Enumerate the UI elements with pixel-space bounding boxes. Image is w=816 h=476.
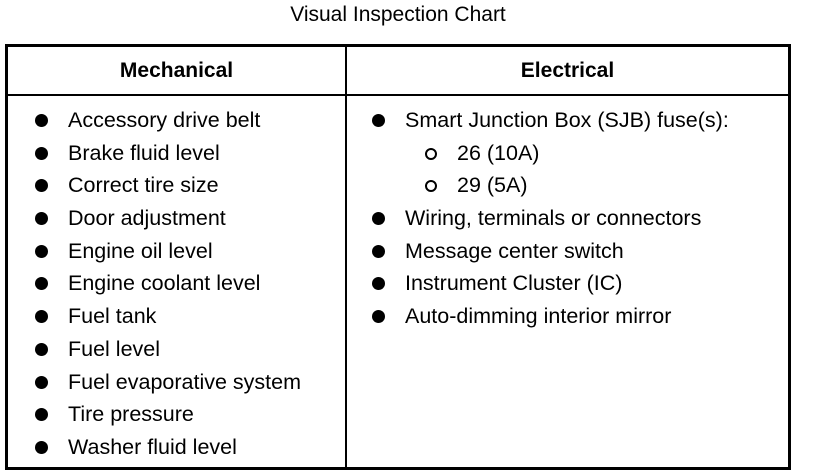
list-item-label: Auto-dimming interior mirror <box>405 304 672 329</box>
list-item-label: Message center switch <box>405 238 624 263</box>
list-item: Fuel evaporative system <box>33 366 301 399</box>
filled-circle-bullet-icon <box>35 114 48 127</box>
list-item-label: Wiring, terminals or connectors <box>405 206 702 231</box>
hollow-circle-bullet-icon <box>425 180 437 193</box>
list-item: Engine coolant level <box>33 267 301 300</box>
filled-circle-bullet-icon <box>372 244 385 258</box>
filled-circle-bullet-icon <box>35 310 48 324</box>
electrical-column-header: Electrical <box>520 59 615 82</box>
list-item-label: 26 (10A) <box>457 140 540 165</box>
filled-circle-bullet-icon <box>35 408 48 422</box>
filled-circle-bullet-icon <box>35 375 48 389</box>
list-item-label: 29 (5A) <box>457 173 528 198</box>
list-item-label: Correct tire size <box>68 173 219 198</box>
list-item: Smart Junction Box (SJB) fuse(s): <box>370 104 729 137</box>
list-item: Instrument Cluster (IC) <box>370 267 729 300</box>
filled-circle-bullet-icon <box>35 212 48 226</box>
list-item: Accessory drive belt <box>33 104 301 137</box>
list-item: Wiring, terminals or connectors <box>370 202 729 235</box>
list-item: Tire pressure <box>33 398 301 431</box>
sub-list-item: 29 (5A) <box>370 169 729 202</box>
list-item-label: Fuel evaporative system <box>68 369 302 394</box>
filled-circle-bullet-icon <box>35 244 48 258</box>
column-divider <box>345 47 347 467</box>
filled-circle-bullet-icon <box>35 440 48 454</box>
filled-circle-bullet-icon <box>35 179 48 193</box>
list-item: Auto-dimming interior mirror <box>370 300 729 333</box>
list-item-label: Engine oil level <box>68 238 213 263</box>
inspection-table: Mechanical Electrical Accessory drive be… <box>5 44 791 470</box>
list-item-label: Instrument Cluster (IC) <box>405 271 623 296</box>
filled-circle-bullet-icon <box>372 277 385 291</box>
mechanical-list: Accessory drive belt Brake fluid level C… <box>33 104 301 464</box>
list-item: Fuel tank <box>33 300 301 333</box>
list-item-label: Tire pressure <box>68 402 194 427</box>
sub-list-item: 26 (10A) <box>370 137 729 170</box>
filled-circle-bullet-icon <box>35 342 48 356</box>
list-item-label: Accessory drive belt <box>68 108 261 132</box>
filled-circle-bullet-icon <box>35 146 48 160</box>
list-item-label: Brake fluid level <box>68 140 220 165</box>
list-item: Brake fluid level <box>33 137 301 170</box>
list-item: Fuel level <box>33 333 301 366</box>
chart-title: Visual Inspection Chart <box>290 3 506 26</box>
mechanical-column-header: Mechanical <box>119 59 234 82</box>
list-item: Message center switch <box>370 235 729 268</box>
list-item-label: Fuel tank <box>68 304 157 329</box>
filled-circle-bullet-icon <box>372 114 385 127</box>
list-item: Correct tire size <box>33 169 301 202</box>
list-item: Washer fluid level <box>33 431 301 464</box>
header-divider <box>8 94 788 96</box>
electrical-list: Smart Junction Box (SJB) fuse(s): 26 (10… <box>370 104 729 333</box>
list-item-label: Smart Junction Box (SJB) fuse(s): <box>405 108 729 132</box>
list-item-label: Door adjustment <box>68 206 226 231</box>
filled-circle-bullet-icon <box>372 212 385 226</box>
list-item-label: Engine coolant level <box>68 271 261 296</box>
list-item-label: Washer fluid level <box>68 434 237 459</box>
list-item-label: Fuel level <box>68 336 161 361</box>
list-item: Engine oil level <box>33 235 301 268</box>
filled-circle-bullet-icon <box>35 277 48 291</box>
hollow-circle-bullet-icon <box>425 147 437 160</box>
filled-circle-bullet-icon <box>372 310 385 324</box>
list-item: Door adjustment <box>33 202 301 235</box>
